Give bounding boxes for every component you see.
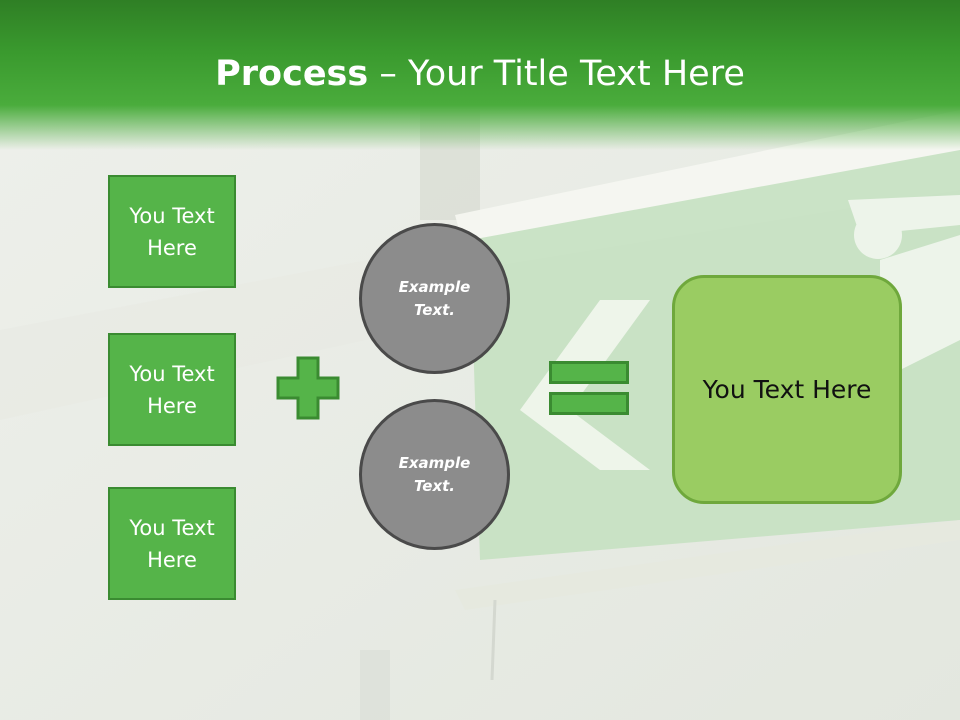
result-label: You Text Here [702, 375, 872, 404]
example-circle-2: Example Text. [359, 399, 510, 550]
input-box-label: You Text Here [129, 361, 215, 418]
circle-label: Example Text. [398, 277, 471, 319]
plus-icon [276, 356, 340, 420]
input-box-3: You Text Here [108, 487, 236, 600]
title-bold: Process [215, 54, 369, 94]
slide-title: Process – Your Title Text Here [0, 52, 960, 96]
title-rest: – Your Title Text Here [368, 54, 745, 94]
input-box-label: You Text Here [129, 203, 215, 260]
equals-icon [549, 361, 629, 415]
input-box-2: You Text Here [108, 333, 236, 446]
circle-label: Example Text. [398, 453, 471, 495]
example-circle-1: Example Text. [359, 223, 510, 374]
title-bar [0, 0, 960, 150]
result-box: You Text Here [672, 275, 902, 504]
input-box-1: You Text Here [108, 175, 236, 288]
input-box-label: You Text Here [129, 515, 215, 572]
